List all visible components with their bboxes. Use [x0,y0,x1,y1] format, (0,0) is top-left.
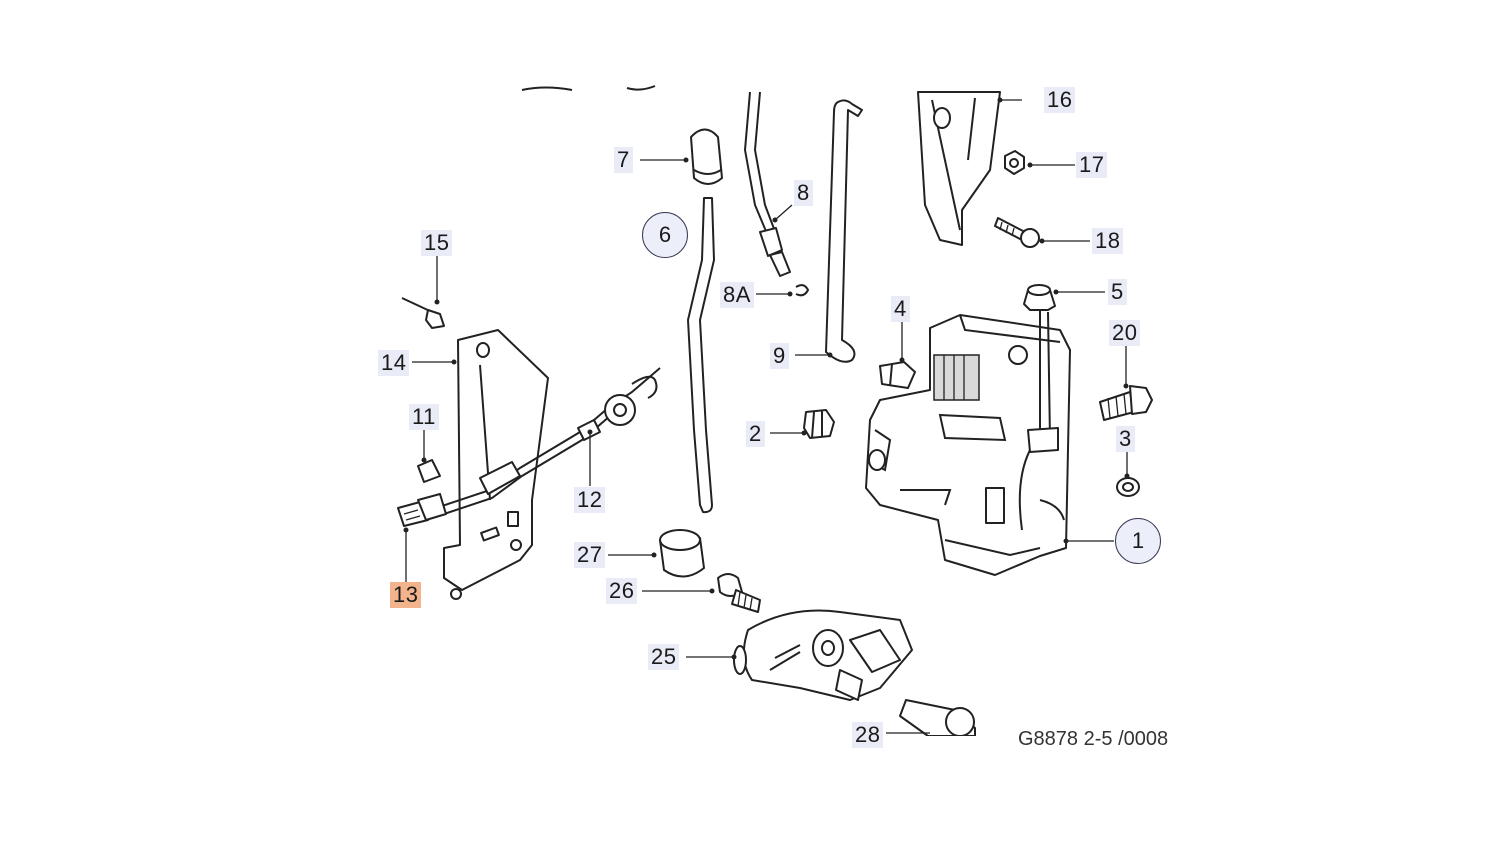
callout-28: 28 [852,722,888,748]
part-12-cable [429,367,661,519]
footer-code: G8878 2-5 /0008 [1018,728,1169,750]
part-2-fitting [803,409,835,439]
callout-25: 25 [648,644,680,670]
part-5-grommet [1023,284,1056,311]
part-14-bracket [443,329,549,600]
part-28-sleeve [899,699,976,737]
callout-1: 1 [1115,518,1161,564]
part-1-lock-body [865,310,1071,576]
callout-20: 20 [1109,320,1141,346]
callout-12: 12 [574,487,606,513]
part-9-rod [825,99,863,363]
part-8-cable [743,91,791,277]
callout-27: 27 [574,542,606,568]
callout-14: 14 [378,350,410,376]
callout-16: 16 [1044,87,1076,113]
callout-5: 5 [1108,279,1127,305]
callout-9: 9 [770,343,789,369]
part-15-pin [401,297,445,329]
callout-11: 11 [409,404,439,430]
part-25-actuator [733,609,913,701]
part-13-connector [397,493,447,527]
part-27-bushing [659,529,705,578]
part-7-cap [690,128,723,185]
callout-8a: 8A [720,282,754,308]
part-4-clip [879,361,916,389]
part-6-rod [687,197,715,514]
callout-2: 2 [746,421,765,447]
callout-26: 26 [606,578,638,604]
leader-lines [403,97,1130,734]
part-18-bolt [994,217,1040,248]
callout-7: 7 [614,147,633,173]
part-20-bolt [1099,385,1153,421]
callout-3: 3 [1116,426,1135,452]
part-16-bracket [917,91,1001,246]
part-17-nut [1004,150,1025,175]
callout-8: 8 [794,180,813,206]
callout-17: 17 [1076,152,1108,178]
cropped-part-top [521,85,656,91]
part-26-bolt [717,573,761,613]
part-3-grommet [1116,477,1140,497]
part-8a-clip [795,284,810,297]
callout-15: 15 [421,230,453,256]
callout-4: 4 [891,296,910,322]
callout-18: 18 [1092,228,1124,254]
callout-6: 6 [642,212,688,258]
part-11-clip [417,459,441,483]
callout-13: 13 [390,582,422,608]
